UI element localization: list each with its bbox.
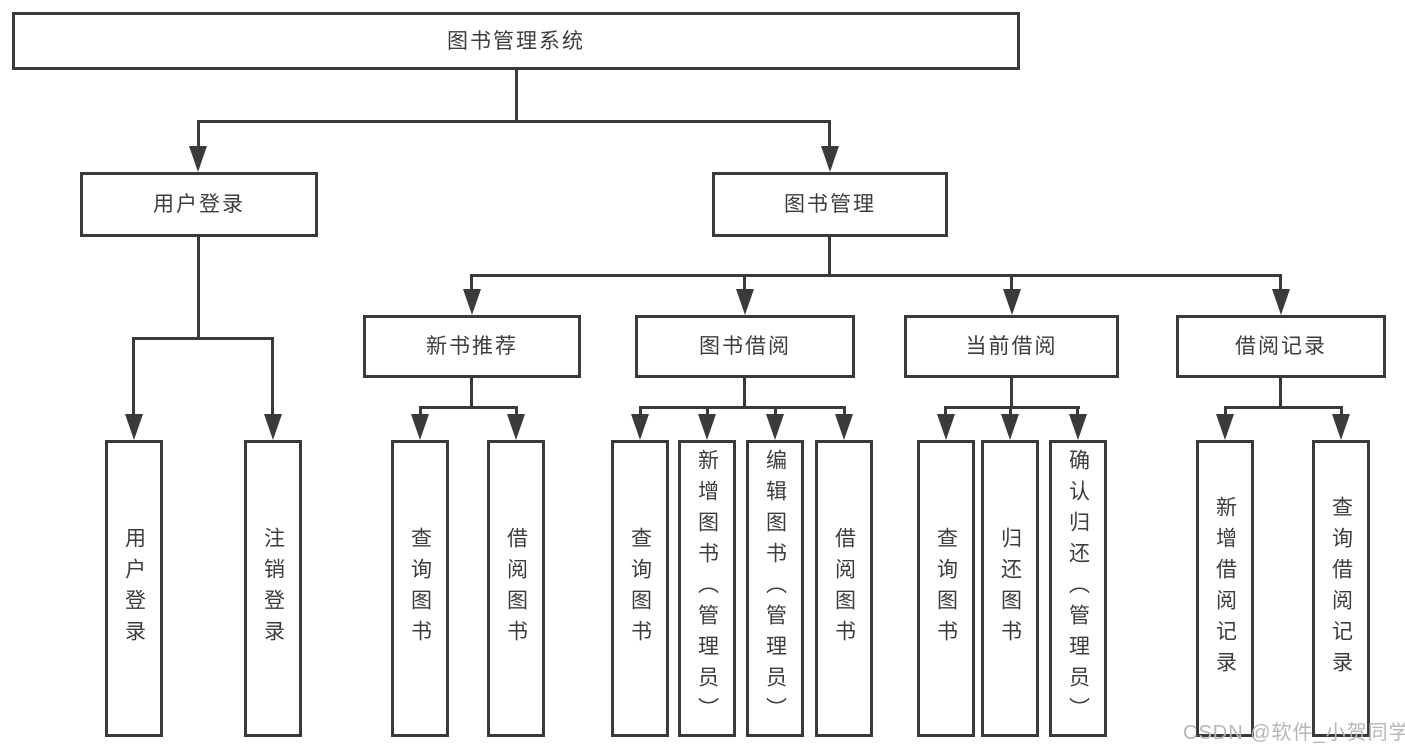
node-user-login: 用户登录 bbox=[80, 172, 318, 237]
connector-current-drop-2 bbox=[1009, 406, 1012, 416]
connector-borrow-drop-3 bbox=[774, 406, 777, 416]
connector-borrow-stem bbox=[743, 378, 746, 406]
node-user-login-label: 用户登录 bbox=[153, 193, 245, 216]
leaf-add-borrow-record: 新增借阅记录 bbox=[1196, 440, 1254, 737]
connector-borrow-hline bbox=[639, 406, 846, 409]
connector-bookmgmt-drop-1 bbox=[470, 274, 473, 292]
arrowhead-down-icon bbox=[1272, 289, 1290, 315]
arrowhead-down-icon bbox=[463, 289, 481, 315]
arrowhead-down-icon bbox=[1332, 414, 1350, 440]
leaf-user-login: 用户登录 bbox=[105, 440, 163, 737]
node-book-management: 图书管理 bbox=[712, 172, 948, 237]
arrowhead-down-icon bbox=[835, 414, 853, 440]
connector-current-stem bbox=[1010, 378, 1013, 406]
connector-current-hline bbox=[944, 406, 1080, 409]
arrowhead-down-icon bbox=[1001, 414, 1019, 440]
arrowhead-down-icon bbox=[766, 414, 784, 440]
node-new-book-recommend: 新书推荐 bbox=[363, 315, 581, 378]
arrowhead-down-icon bbox=[264, 414, 282, 440]
connector-root-drop-left bbox=[197, 120, 200, 148]
node-borrow-records: 借阅记录 bbox=[1176, 315, 1386, 378]
node-current-borrow-label: 当前借阅 bbox=[965, 335, 1058, 358]
connector-borrow-drop-2 bbox=[706, 406, 709, 416]
connector-root-stem bbox=[515, 70, 518, 120]
connector-recommend-drop-1 bbox=[419, 406, 422, 416]
connector-root-hline bbox=[197, 120, 831, 123]
arrowhead-down-icon bbox=[698, 414, 716, 440]
watermark-text: CSDN @软件_小贺同学 bbox=[1183, 722, 1405, 744]
connector-bookmgmt-drop-2 bbox=[743, 274, 746, 292]
leaf-confirm-return-admin: 确认归还（管理员） bbox=[1049, 440, 1107, 737]
connector-userlogin-drop-right bbox=[271, 337, 274, 417]
node-book-borrow-label: 图书借阅 bbox=[699, 335, 791, 358]
connector-userlogin-drop-left bbox=[132, 337, 135, 417]
connector-recommend-stem bbox=[470, 378, 473, 406]
leaf-query-books-current: 查询图书 bbox=[917, 440, 975, 737]
leaf-edit-book-admin: 编辑图书（管理员） bbox=[746, 440, 804, 737]
connector-userlogin-stem bbox=[197, 237, 200, 337]
node-root-label: 图书管理系统 bbox=[447, 29, 585, 53]
node-current-borrow: 当前借阅 bbox=[904, 315, 1119, 378]
connector-bookmgmt-drop-3 bbox=[1010, 274, 1013, 292]
leaf-return-book: 归还图书 bbox=[981, 440, 1039, 737]
leaf-query-borrow-record: 查询借阅记录 bbox=[1312, 440, 1370, 737]
arrowhead-down-icon bbox=[937, 414, 955, 440]
arrowhead-down-icon bbox=[507, 414, 525, 440]
arrowhead-down-icon bbox=[411, 414, 429, 440]
arrowhead-down-icon bbox=[189, 146, 207, 172]
arrowhead-down-icon bbox=[1003, 289, 1021, 315]
connector-records-drop-2 bbox=[1340, 406, 1343, 416]
connector-records-stem bbox=[1279, 378, 1282, 406]
connector-records-drop-1 bbox=[1224, 406, 1227, 416]
arrowhead-down-icon bbox=[631, 414, 649, 440]
node-new-book-recommend-label: 新书推荐 bbox=[426, 335, 518, 358]
leaf-borrow-books: 借阅图书 bbox=[815, 440, 873, 737]
leaf-borrow-books-recommend: 借阅图书 bbox=[487, 440, 545, 737]
leaf-query-books-recommend: 查询图书 bbox=[391, 440, 449, 737]
connector-borrow-drop-4 bbox=[843, 406, 846, 416]
arrowhead-down-icon bbox=[125, 414, 143, 440]
arrowhead-down-icon bbox=[821, 146, 839, 172]
connector-bookmgmt-drop-4 bbox=[1279, 274, 1282, 292]
node-borrow-records-label: 借阅记录 bbox=[1235, 335, 1327, 358]
node-book-management-label: 图书管理 bbox=[784, 193, 876, 216]
connector-current-drop-3 bbox=[1076, 406, 1079, 416]
connector-bookmgmt-hline bbox=[470, 274, 1282, 277]
connector-root-drop-right bbox=[828, 120, 831, 148]
leaf-logout: 注销登录 bbox=[244, 440, 302, 737]
arrowhead-down-icon bbox=[736, 289, 754, 315]
leaf-query-books-borrow: 查询图书 bbox=[611, 440, 669, 737]
leaf-add-book-admin: 新增图书（管理员） bbox=[678, 440, 736, 737]
arrowhead-down-icon bbox=[1216, 414, 1234, 440]
arrowhead-down-icon bbox=[1069, 414, 1087, 440]
connector-recommend-hline bbox=[419, 406, 518, 409]
connector-current-drop-1 bbox=[944, 406, 947, 416]
connector-userlogin-hline bbox=[132, 337, 274, 340]
connector-records-hline bbox=[1224, 406, 1343, 409]
connector-borrow-drop-1 bbox=[639, 406, 642, 416]
connector-recommend-drop-2 bbox=[515, 406, 518, 416]
node-root-library-system: 图书管理系统 bbox=[12, 12, 1020, 70]
node-book-borrow: 图书借阅 bbox=[635, 315, 855, 378]
connector-bookmgmt-stem bbox=[828, 237, 831, 274]
